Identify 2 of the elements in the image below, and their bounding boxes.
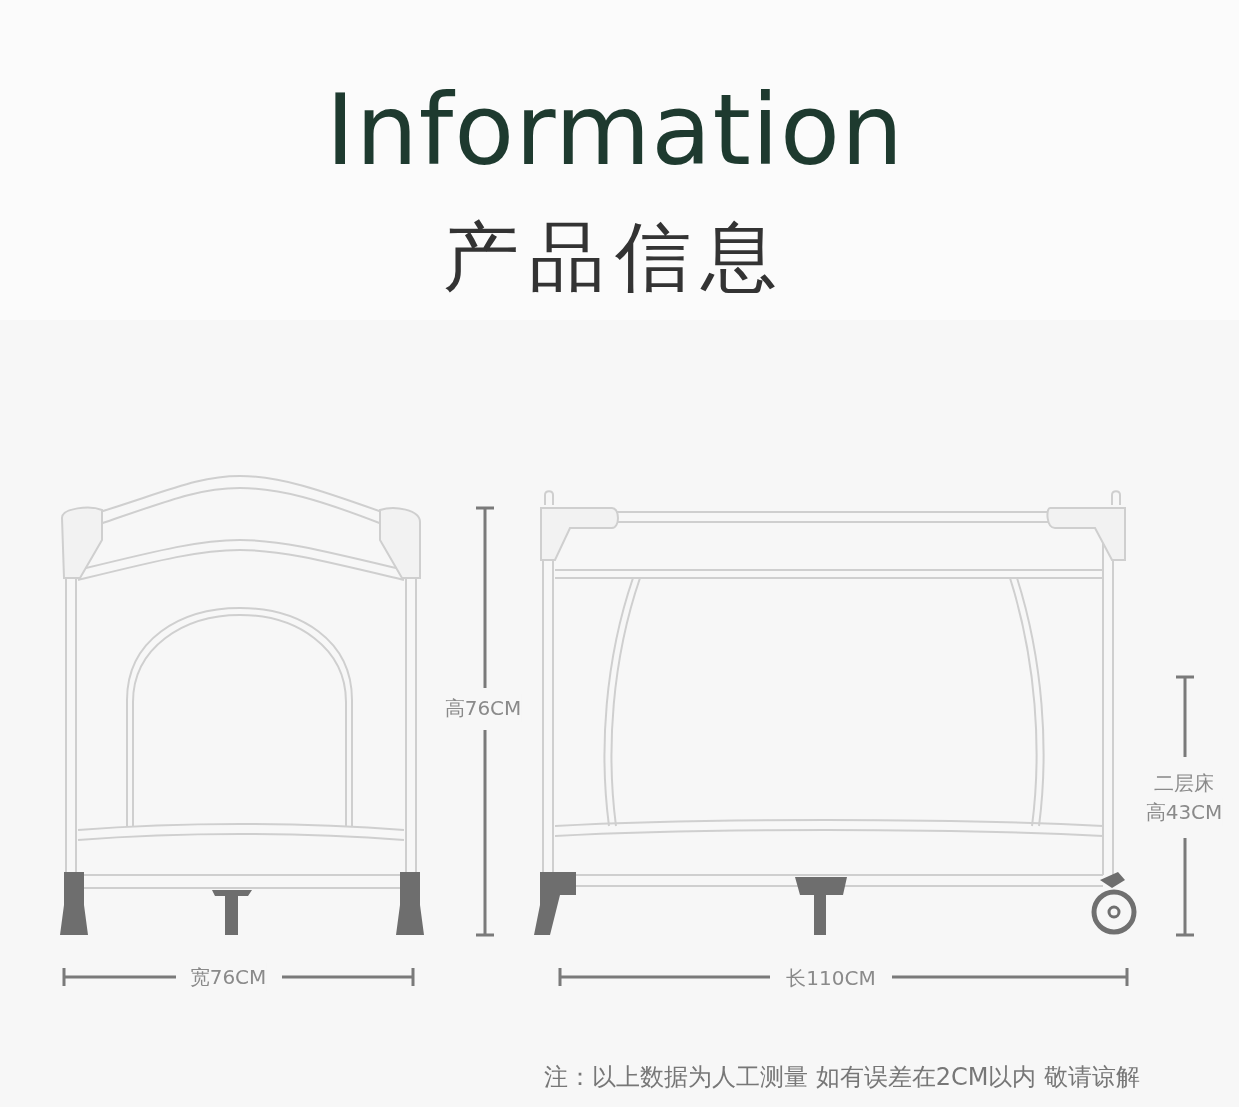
title: Information [325, 73, 905, 187]
subtitle: 产品信息 [443, 210, 787, 303]
